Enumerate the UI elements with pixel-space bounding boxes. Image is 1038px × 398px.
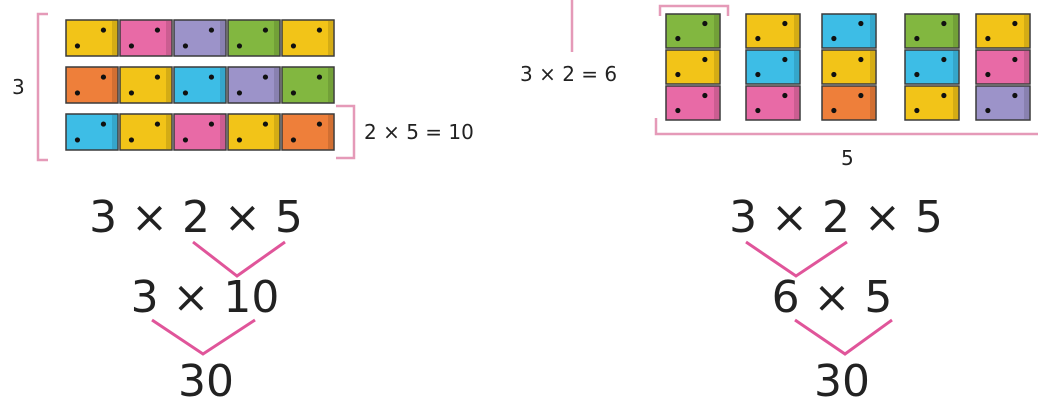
right-brick-column xyxy=(905,14,959,120)
right-step-expression: 3 × 2 × 5 xyxy=(729,192,943,243)
right-brick xyxy=(905,86,959,120)
right-brick xyxy=(666,50,720,84)
left-brick xyxy=(228,20,280,56)
left-brick xyxy=(120,67,172,103)
left-cube-model: 3 2 × 5 = 10 xyxy=(12,14,474,160)
left-brick xyxy=(228,67,280,103)
right-cube-model: 3 × 2 = 6 5 xyxy=(520,0,1038,170)
right-brick-column xyxy=(976,14,1030,120)
left-rows-label: 3 xyxy=(12,75,25,99)
left-brick xyxy=(282,20,334,56)
left-brick xyxy=(66,20,118,56)
left-brick xyxy=(174,20,226,56)
left-steps: 3 × 2 × 5 3 × 10 30 xyxy=(89,192,303,398)
right-brick xyxy=(905,50,959,84)
right-step-intermediate: 6 × 5 xyxy=(772,272,893,323)
left-brick-row xyxy=(66,20,334,56)
right-brick xyxy=(822,50,876,84)
right-columns-label: 5 xyxy=(841,146,854,170)
left-brick xyxy=(66,67,118,103)
left-brick xyxy=(66,114,118,150)
left-brick-rows xyxy=(66,20,334,150)
left-brick xyxy=(228,114,280,150)
left-row-equation: 2 × 5 = 10 xyxy=(364,120,474,144)
left-row-bracket xyxy=(336,106,354,158)
right-brick xyxy=(666,14,720,48)
left-brick-row xyxy=(66,67,334,103)
left-brick xyxy=(120,114,172,150)
right-brick xyxy=(746,50,800,84)
right-brick-column xyxy=(822,14,876,120)
left-outer-bracket xyxy=(38,14,48,160)
left-brick-row xyxy=(66,114,334,150)
right-column-equation: 3 × 2 = 6 xyxy=(520,62,617,86)
left-brick xyxy=(282,67,334,103)
right-brick xyxy=(666,86,720,120)
right-steps: 3 × 2 × 5 6 × 5 30 xyxy=(729,192,943,398)
right-brick xyxy=(976,14,1030,48)
right-step-result: 30 xyxy=(814,356,870,398)
right-brick-columns xyxy=(666,14,1030,120)
left-step-intermediate: 3 × 10 xyxy=(131,272,280,323)
left-step-expression: 3 × 2 × 5 xyxy=(89,192,303,243)
left-connector-bottom xyxy=(152,320,255,354)
left-brick xyxy=(282,114,334,150)
right-brick xyxy=(746,14,800,48)
right-brick-column xyxy=(746,14,800,120)
left-connector-top xyxy=(193,242,285,276)
right-brick xyxy=(976,50,1030,84)
right-brick xyxy=(976,86,1030,120)
right-brick xyxy=(822,86,876,120)
right-brick xyxy=(746,86,800,120)
right-connector-top xyxy=(746,242,847,276)
right-brick xyxy=(905,14,959,48)
right-brick-column xyxy=(666,14,720,120)
left-brick xyxy=(120,20,172,56)
right-brick xyxy=(822,14,876,48)
left-step-result: 30 xyxy=(178,356,234,398)
left-brick xyxy=(174,114,226,150)
right-connector-bottom xyxy=(795,320,892,354)
left-brick xyxy=(174,67,226,103)
